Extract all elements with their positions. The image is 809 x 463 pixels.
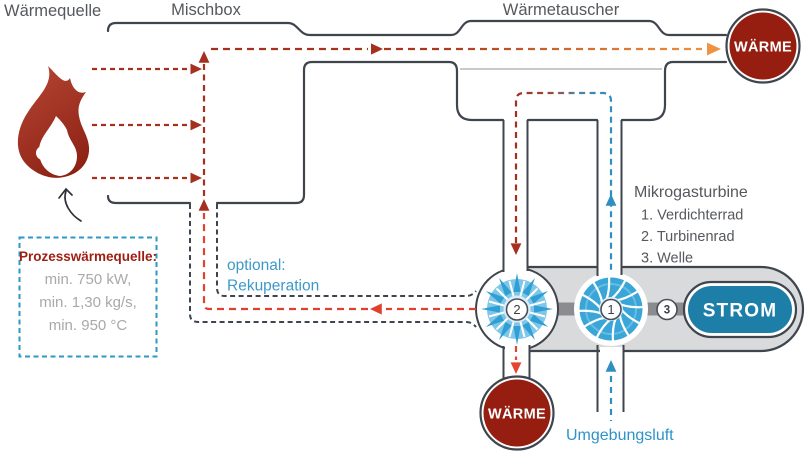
turbine-legend: Mikrogasturbine 1. Verdichterrad 2. Turb…	[634, 184, 748, 267]
process-heat-info-box: Prozesswärmequelle: min. 750 kW, min. 1,…	[18, 236, 158, 358]
heat-node-top: WÄRME	[725, 8, 801, 84]
turbine-legend-item-3: 3. Welle	[641, 251, 693, 267]
heat-node-bottom-label: WÄRME	[488, 406, 546, 423]
mixbox-label: Mischbox	[171, 1, 241, 19]
flow-lines	[92, 42, 721, 421]
shaft-number: 3	[664, 305, 670, 317]
heat-source-label: Wärmequelle	[4, 2, 101, 20]
power-node: STROM	[682, 280, 798, 339]
duct-outline-top	[106, 19, 728, 37]
turbine-legend-item-1: 1. Verdichterrad	[641, 208, 743, 224]
exchanger-internal-flow	[514, 91, 613, 271]
info-box-line-massflow: min. 1,30 kg/s,	[39, 294, 137, 311]
duct-outline-bottom	[215, 60, 728, 205]
recuperation-label-line1: optional:	[227, 257, 286, 274]
info-box-title: Prozesswärmequelle:	[19, 249, 157, 264]
pipes	[502, 120, 625, 412]
compressor-wheel-number: 1	[607, 302, 614, 317]
wheel-number-badges: 2 1 3	[505, 298, 678, 321]
power-node-label: STROM	[703, 301, 778, 322]
recuperation-label-line2: Rekuperation	[227, 278, 319, 295]
flame-icon	[17, 66, 90, 178]
ambient-air-label: Umgebungsluft	[566, 427, 674, 444]
duct-system	[106, 19, 728, 205]
power-node-fill	[688, 286, 792, 333]
heat-node-bottom: WÄRME	[479, 375, 555, 451]
info-box-line-power: min. 750 kW,	[45, 271, 132, 288]
turbine-legend-title: Mikrogasturbine	[634, 184, 748, 201]
heat-exchanger-label: Wärmetauscher	[503, 1, 620, 19]
duct-outline-bottom-left	[106, 194, 192, 205]
turbine-wheel-number: 2	[513, 302, 520, 317]
pipe-exhaust-heat	[502, 345, 531, 378]
recuperation-pipe	[189, 204, 477, 328]
hand-drawn-arrow	[58, 187, 82, 222]
turbine-legend-item-2: 2. Turbinenrad	[641, 229, 735, 245]
info-box-line-temperature: min. 950 °C	[49, 317, 128, 334]
heat-feed-arrows	[92, 67, 188, 180]
heat-node-top-label: WÄRME	[734, 39, 792, 56]
